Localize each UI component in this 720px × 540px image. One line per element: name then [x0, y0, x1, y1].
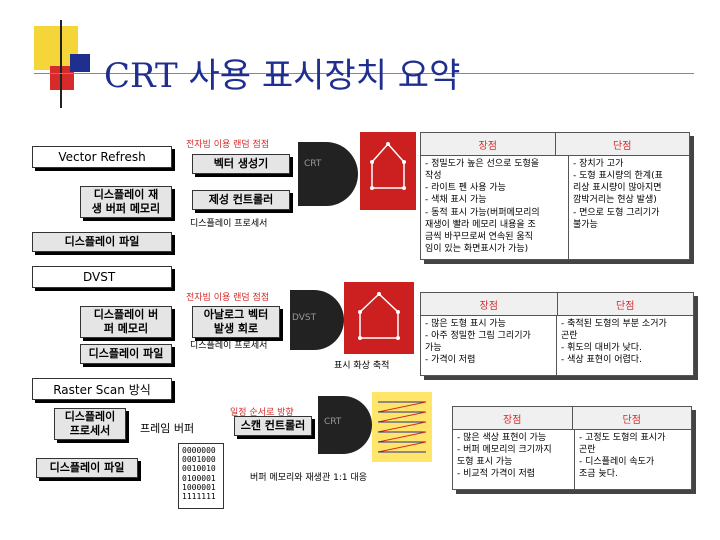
vector-buffer: 디스플레이 재생 버퍼 메모리 — [80, 186, 172, 218]
vector-con-item: - 도형 표시량의 한계(표 — [573, 171, 663, 182]
page-title: CRT 사용 표시장치 요약 — [104, 56, 461, 96]
raster-processor: 디스플레이 프로세서 — [54, 408, 126, 440]
vector-con-item: - 면으로 도형 그리기가 — [573, 207, 660, 218]
raster-bit-row: 0001000 — [182, 455, 216, 465]
vector-cons-header: 단점 — [555, 133, 689, 155]
dvst-header: DVST — [32, 266, 172, 288]
vector-controller: 제성 컨트롤러 — [192, 190, 290, 210]
dvst-pro-item: - 아주 정밀한 그림 그리기가 — [425, 331, 531, 342]
raster-bit-row: 0000000 — [182, 446, 216, 455]
vector-crt-drawing — [370, 142, 406, 190]
dvst-screen-note: 표시 화상 축적 — [334, 361, 390, 371]
vector-pro-item: - 정밀도가 높은 선으로 도형을 — [425, 159, 540, 169]
raster-pro-item: 도형 표시 가능 — [457, 457, 513, 468]
raster-note: 버퍼 메모리와 재생관 1:1 대응 — [250, 473, 368, 483]
vector-red-note: 전자빔 이용 랜덤 점점 — [186, 140, 270, 150]
dvst-pro-item: - 많은 도형 표시 가능 — [425, 319, 506, 329]
raster-pro-item: - 비교적 가격이 저렴 — [457, 469, 536, 480]
dvst-crt-drawing — [358, 292, 400, 340]
dvst-cons-header: 단점 — [557, 293, 693, 315]
vector-con-item: 깜박거리는 현상 발생) — [573, 195, 657, 206]
raster-pro-item: - 버퍼 메모리의 크기까지 — [457, 445, 552, 456]
dvst-file: 디스플레이 파일 — [80, 344, 172, 364]
dvst-pro-item: 가능 — [425, 343, 442, 354]
vector-pro-item: 작성 — [425, 171, 442, 182]
dvst-con-item: - 색상 표현이 어렵다. — [561, 355, 642, 366]
raster-bit-row: 1000001 — [182, 482, 216, 492]
raster-pro-item: - 많은 색상 표현이 가능 — [457, 433, 547, 443]
title-decor-blue — [70, 54, 90, 72]
raster-con-item: 조금 늦다. — [579, 469, 618, 480]
title-decor-vline — [60, 20, 62, 108]
vector-file: 디스플레이 파일 — [32, 232, 172, 252]
vector-proscons-table: 장점 단점 - 정밀도가 높은 선으로 도형을 작성 - 라이트 펜 사용 가능… — [420, 132, 690, 260]
vector-pro-item: - 색채 표시 가능 — [425, 195, 487, 206]
raster-red-note: 일정 순서로 방향 — [230, 408, 294, 418]
vector-con-item: 리상 표시량이 많아지면 — [573, 183, 662, 194]
raster-cons-header: 단점 — [572, 407, 691, 429]
raster-pros-header: 장점 — [453, 407, 573, 429]
dvst-crt-label: DVST — [292, 313, 317, 323]
raster-header: Raster Scan 방식 — [32, 378, 172, 400]
vector-pros-header: 장점 — [421, 133, 556, 155]
raster-con-item: - 디스플레이 속도가 — [579, 457, 655, 468]
raster-crt-body — [318, 396, 372, 454]
vector-con-item: - 장치가 고가 — [573, 159, 624, 169]
vector-con-item: 불가능 — [573, 219, 598, 230]
raster-proscons-table: 장점 단점 - 많은 색상 표현이 가능 - 버퍼 메모리의 크기까지 도형 표… — [452, 406, 692, 490]
dvst-crt-body — [290, 290, 344, 350]
raster-crt-drawing — [377, 401, 427, 453]
raster-file: 디스플레이 파일 — [36, 458, 138, 478]
raster-crt-label: CRT — [324, 417, 342, 427]
raster-bit-row: 1111111 — [182, 491, 216, 501]
dvst-buffer: 디스플레이 버퍼 메모리 — [80, 306, 172, 338]
dvst-proscons-table: 장점 단점 - 많은 도형 표시 가능 - 아주 정밀한 그림 그리기가 가능 … — [420, 292, 694, 376]
dvst-generator: 아날로그 벡터 발생 회로 — [192, 306, 280, 338]
dvst-pro-item: - 가격이 저렴 — [425, 355, 476, 366]
dvst-processor: 디스플레이 프로세서 — [190, 341, 268, 351]
raster-bit-row: 0010010 — [182, 464, 216, 474]
vector-processor: 디스플레이 프로세서 — [190, 219, 268, 229]
title-decor-hline — [34, 73, 694, 74]
dvst-con-item: - 휘도의 대비가 낮다. — [561, 343, 642, 354]
raster-con-item: - 고정도 도형의 표시가 — [579, 433, 666, 443]
vector-pro-item: 재생이 빨라 메모리 내용을 조 — [425, 219, 536, 230]
vector-refresh-header: Vector Refresh — [32, 146, 172, 168]
vector-pro-item: - 라이트 펜 사용 가능 — [425, 183, 506, 194]
dvst-con-item: 곤란 — [561, 331, 578, 342]
raster-controller: 스캔 컨트롤러 — [234, 416, 312, 436]
raster-bit-map: 0000000 0001000 0010010 0100001 1000001 … — [178, 443, 224, 509]
dvst-con-item: - 축적된 도형의 부분 소거가 — [561, 319, 667, 329]
vector-crt-label: CRT — [304, 159, 322, 169]
vector-pro-item: 임이 있는 화면표시가 가능) — [425, 243, 529, 254]
vector-generator: 벡터 생성기 — [192, 154, 290, 174]
dvst-red-note: 전자빔 이용 랜덤 점점 — [186, 293, 270, 303]
vector-pro-item: 금씩 바꾸므로써 연속된 움직 — [425, 231, 533, 242]
raster-con-item: 곤란 — [579, 445, 596, 456]
raster-frame-buffer: 프레임 버퍼 — [140, 422, 195, 435]
raster-bit-row: 0100001 — [182, 473, 216, 483]
dvst-pros-header: 장점 — [421, 293, 558, 315]
vector-pro-item: - 동적 표시 가능(버퍼메모리의 — [425, 207, 540, 218]
vector-crt-body — [298, 142, 358, 206]
